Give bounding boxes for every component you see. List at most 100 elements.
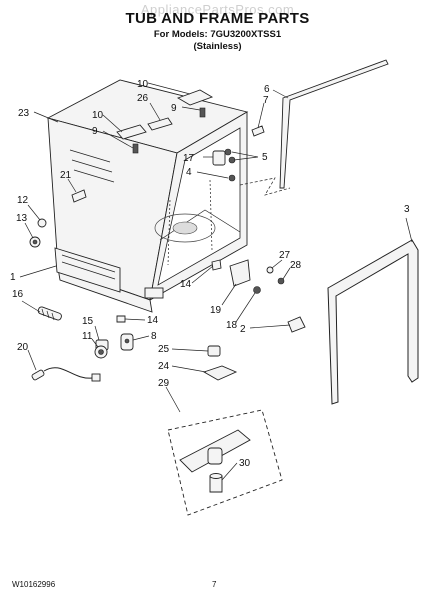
callout-8: 8 xyxy=(151,331,157,342)
callout-1: 1 xyxy=(10,272,16,283)
models-line: For Models: 7GU3200XTSS1 xyxy=(153,29,282,40)
callout-10-left: 10 xyxy=(92,110,104,121)
vent-parts xyxy=(212,148,236,182)
spray-arm-detail xyxy=(167,409,283,516)
dashed-leader xyxy=(239,177,291,196)
watermark: AppliancePartsPros.com xyxy=(140,2,295,17)
callout-20: 20 xyxy=(17,342,29,353)
callout-14-lower: 14 xyxy=(147,315,159,326)
cord-plug xyxy=(31,369,45,381)
leader-18 xyxy=(235,292,256,323)
leader-28 xyxy=(282,267,291,280)
leader-4 xyxy=(196,171,229,179)
tub-side-ribs xyxy=(69,149,115,183)
bracket-8-hole xyxy=(124,338,130,344)
leader-20 xyxy=(27,349,37,371)
callout-29: 29 xyxy=(158,378,170,389)
callout-numbers: 10 26 9 6 7 23 10 9 17 5 4 21 12 13 3 27… xyxy=(10,79,410,469)
screw-9-top xyxy=(199,107,206,118)
leader-12 xyxy=(27,204,41,221)
leader-10a xyxy=(147,82,191,95)
callout-13: 13 xyxy=(16,213,28,224)
gasket-strip-6 xyxy=(279,59,389,189)
leader-29 xyxy=(165,386,181,413)
leader-10b xyxy=(102,114,123,133)
cord-wire xyxy=(43,367,93,379)
callout-17: 17 xyxy=(183,153,195,164)
hinge-bracket-top-right xyxy=(176,89,214,106)
bracket-26 xyxy=(147,117,173,131)
callout-5: 5 xyxy=(262,152,268,163)
spray-arm-hub xyxy=(207,447,223,465)
leader-2 xyxy=(249,324,291,329)
tub-sump xyxy=(154,213,216,243)
callout-7: 7 xyxy=(263,95,269,106)
tub-frame-assembly xyxy=(46,79,291,313)
vent-clip-a xyxy=(224,148,232,156)
leader-8 xyxy=(132,335,150,341)
leader-lines xyxy=(19,82,413,481)
leader-30 xyxy=(221,462,238,481)
washer-27 xyxy=(266,266,274,274)
leveling-leg xyxy=(37,306,62,321)
leader-1 xyxy=(19,265,57,278)
leader-27 xyxy=(271,259,283,269)
callout-2: 2 xyxy=(240,324,246,335)
nozzle-cap xyxy=(209,473,223,479)
tub-inner-walls xyxy=(167,179,213,266)
hinge-part-2 xyxy=(287,316,306,333)
part-25 xyxy=(207,345,221,357)
callout-21: 21 xyxy=(60,170,72,181)
callout-9-top: 9 xyxy=(171,103,177,114)
callout-27: 27 xyxy=(279,250,291,261)
base-frame-slots xyxy=(61,254,116,280)
variant-line: (Stainless) xyxy=(193,41,242,52)
screw-18 xyxy=(253,286,261,294)
tub-opening xyxy=(157,127,241,286)
callout-3: 3 xyxy=(404,204,410,215)
power-cord-20 xyxy=(31,367,101,382)
callout-30: 30 xyxy=(239,458,251,469)
callout-10-top: 10 xyxy=(137,79,149,90)
door-gasket-3 xyxy=(327,239,419,405)
door-gasket xyxy=(327,239,419,405)
cord-end xyxy=(91,373,101,382)
left-small-parts xyxy=(29,189,87,248)
latch-parts xyxy=(202,345,238,381)
callout-14-center: 14 xyxy=(180,279,192,290)
callout-16: 16 xyxy=(12,289,24,300)
leader-11 xyxy=(91,338,99,348)
detail-box xyxy=(167,409,283,516)
leveling-leg-16 xyxy=(37,306,62,321)
leader-5 xyxy=(231,151,259,161)
callout-19: 19 xyxy=(210,305,222,316)
leader-16 xyxy=(21,300,41,313)
screw-21 xyxy=(71,189,87,203)
leader-7 xyxy=(257,102,265,129)
leader-9a xyxy=(181,106,201,111)
center-parts xyxy=(211,259,306,333)
screw-9-left xyxy=(132,143,139,154)
page-number: 7 xyxy=(212,580,217,589)
strike-24 xyxy=(202,365,238,381)
screw-7 xyxy=(251,125,265,137)
part-12 xyxy=(37,218,47,228)
nut-13-hole xyxy=(32,239,38,245)
leader-23 xyxy=(33,111,59,123)
tub-gasket xyxy=(279,59,389,189)
tub-foot xyxy=(144,287,164,299)
leader-26 xyxy=(149,102,161,121)
callout-6: 6 xyxy=(264,84,270,95)
callout-9-left: 9 xyxy=(92,126,98,137)
callout-12: 12 xyxy=(17,195,29,206)
leader-6 xyxy=(272,89,289,99)
leader-14a xyxy=(191,265,214,284)
plug-4 xyxy=(228,174,236,182)
screw-14-lower xyxy=(116,315,126,323)
screw-14-center xyxy=(211,259,222,271)
nut-11-hole xyxy=(98,349,104,355)
leveling-leg-thread xyxy=(41,308,55,321)
callout-23: 23 xyxy=(18,108,30,119)
lower-left-parts xyxy=(94,315,134,359)
